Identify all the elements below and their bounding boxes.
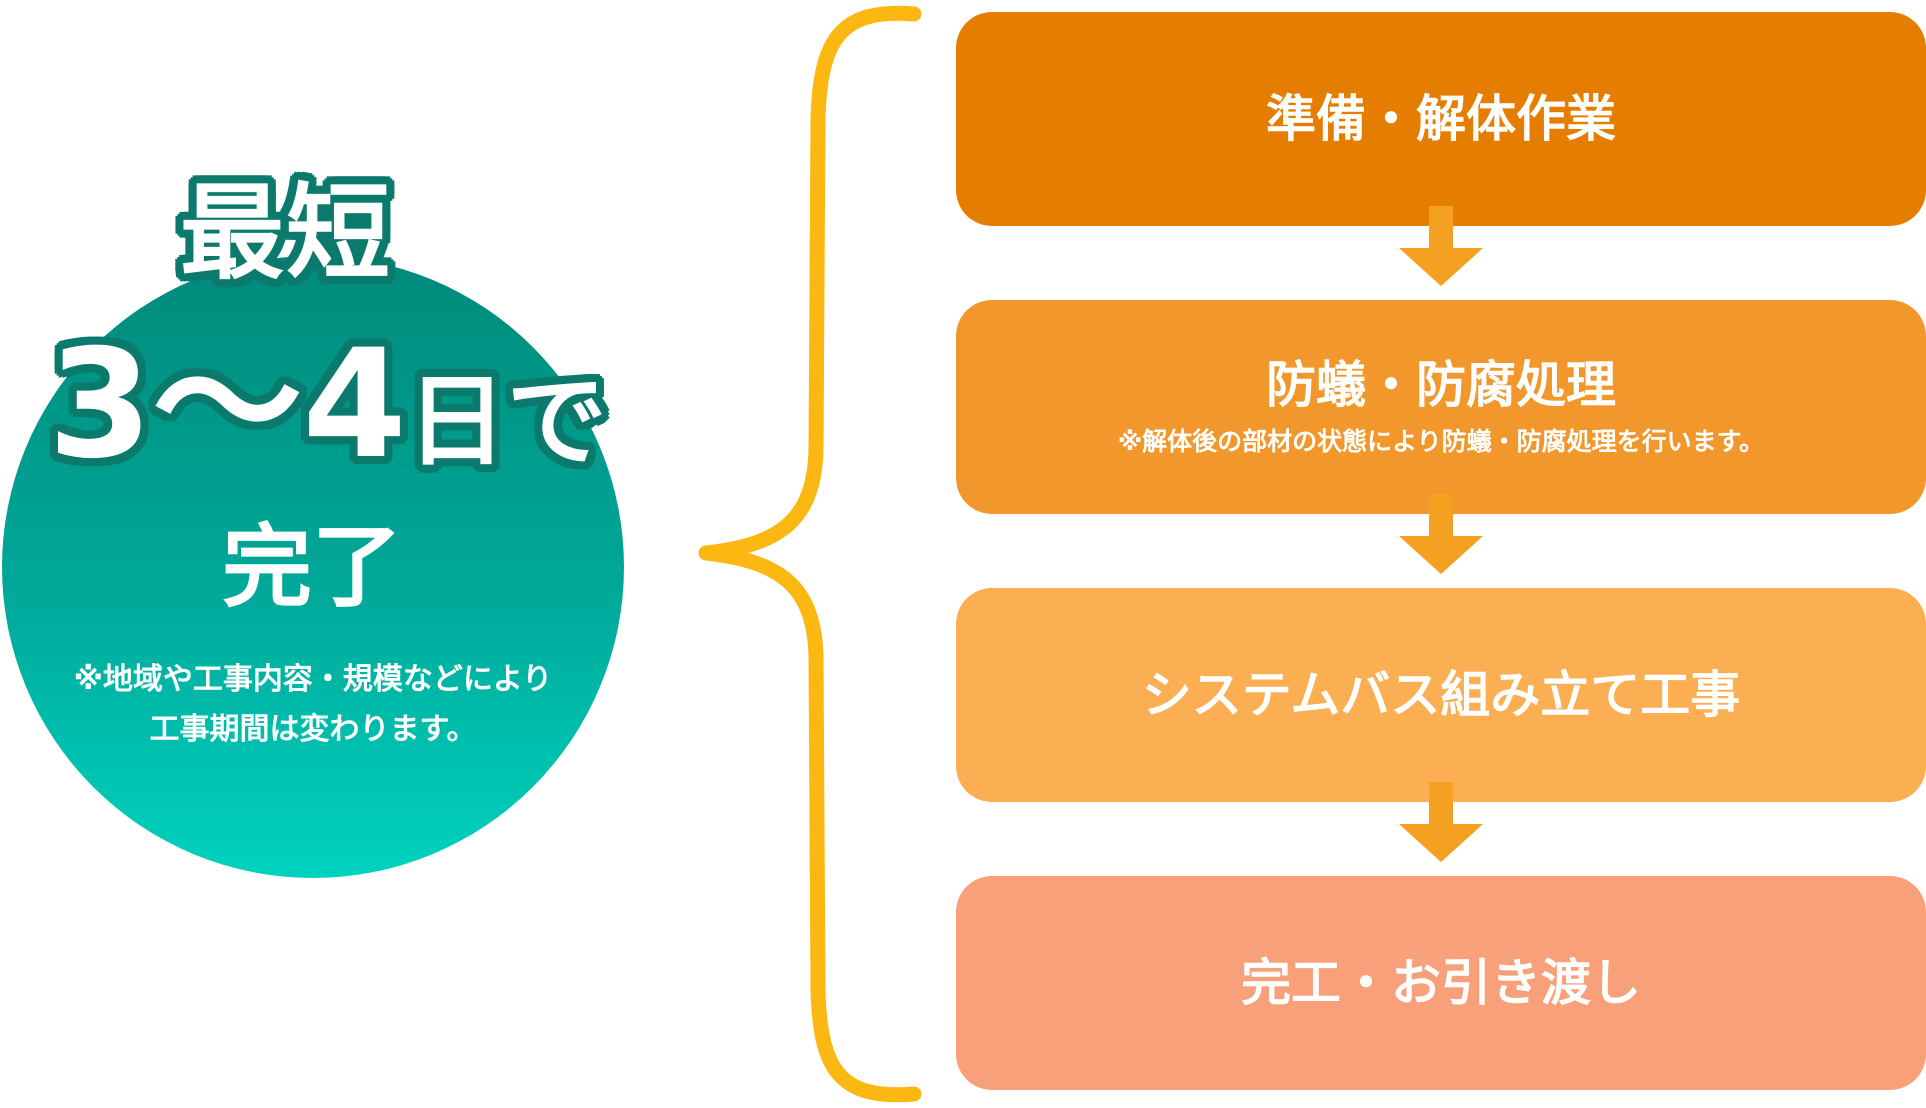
step-4-completion-handover: 完工・お引き渡し	[956, 876, 1926, 1090]
step-2-anti-termite-treatment: 防蟻・防腐処理 ※解体後の部材の状態により防蟻・防腐処理を行います。	[956, 300, 1926, 514]
duration-circle	[2, 256, 624, 878]
step-2-title: 防蟻・防腐処理	[1266, 356, 1616, 414]
headline-duration: 3〜4日で	[48, 330, 607, 497]
step-2-note: ※解体後の部材の状態により防蟻・防腐処理を行います。	[1117, 427, 1765, 456]
step-1-title: 準備・解体作業	[1266, 90, 1616, 148]
headline-unit: 日で	[406, 363, 607, 480]
circle-note: ※地域や工事内容・規模などにより 工事期間は変わります。	[40, 655, 586, 755]
circle-note-line-1: ※地域や工事内容・規模などにより	[73, 662, 553, 697]
step-1-preparation-demolition: 準備・解体作業	[956, 12, 1926, 226]
headline-range: 3〜4	[48, 318, 407, 492]
circle-note-line-2: 工事期間は変わります。	[149, 712, 477, 747]
step-3-system-bath-assembly: システムバス組み立て工事	[956, 588, 1926, 802]
headline-shortest: 最短	[180, 172, 393, 294]
brace-stroke	[698, 5, 922, 1103]
headline-complete: 完了	[222, 515, 402, 620]
step-3-title: システムバス組み立て工事	[1141, 666, 1741, 724]
arrow-down-icon	[1399, 782, 1483, 862]
arrow-down-icon	[1399, 494, 1483, 574]
step-4-title: 完工・お引き渡し	[1241, 954, 1641, 1012]
arrow-down-icon	[1399, 206, 1483, 286]
curly-brace	[698, 5, 922, 1103]
